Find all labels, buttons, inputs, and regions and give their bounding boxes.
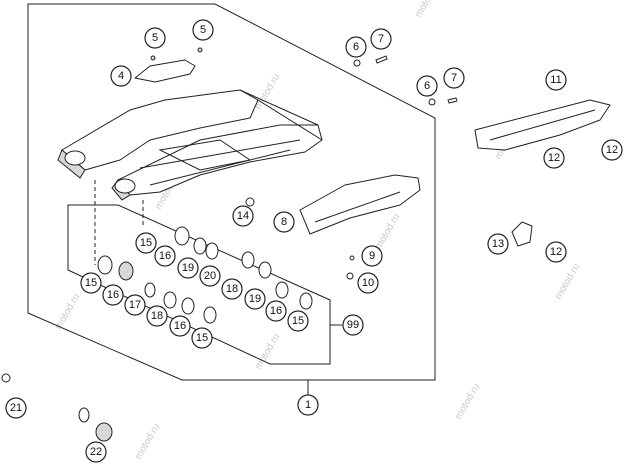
callout-7: 7	[370, 28, 392, 50]
callout-19: 19	[177, 257, 199, 279]
part-7-bolt	[447, 97, 458, 104]
part-5-screw	[150, 55, 156, 61]
part-5-screw	[197, 47, 203, 53]
callout-16: 16	[169, 315, 191, 337]
callout-label: 22	[90, 446, 102, 458]
callout-12: 12	[543, 147, 565, 169]
part-4-guard	[134, 59, 196, 83]
part-22-sleeve	[78, 407, 90, 423]
callout-14: 14	[232, 205, 254, 227]
callout-6: 6	[345, 36, 367, 58]
watermark: motod.ru	[133, 422, 162, 462]
assembly-outline	[27, 3, 436, 381]
callout-15: 15	[287, 310, 309, 332]
callout-99: 99	[342, 314, 364, 336]
callout-label: 5	[200, 24, 206, 36]
watermark: motod.ru	[373, 212, 402, 252]
callout-label: 15	[196, 332, 208, 344]
callout-16: 16	[102, 284, 124, 306]
callout-label: 16	[270, 305, 282, 317]
bearing-kit-outline	[67, 204, 331, 365]
callout-label: 14	[237, 210, 249, 222]
part-6-nut	[428, 98, 436, 106]
callout-label: 4	[118, 70, 124, 82]
callout-label: 21	[10, 402, 22, 414]
callout-label: 13	[492, 238, 504, 250]
callout-label: 20	[204, 270, 216, 282]
callout-8: 8	[273, 211, 295, 233]
callout-6: 6	[416, 75, 438, 97]
callout-4: 4	[110, 65, 132, 87]
callout-label: 16	[174, 320, 186, 332]
callout-label: 12	[550, 246, 562, 258]
callout-label: 99	[347, 319, 359, 331]
callout-15: 15	[135, 232, 157, 254]
watermark: motod.ru	[413, 0, 442, 19]
callout-label: 16	[107, 289, 119, 301]
callout-10: 10	[357, 272, 379, 294]
callout-7: 7	[443, 67, 465, 89]
callout-label: 7	[378, 33, 384, 45]
part-7-bolt	[375, 55, 388, 64]
callout-label: 6	[424, 80, 430, 92]
callout-11: 11	[545, 69, 567, 91]
bearing-rings	[97, 226, 313, 324]
callout-9: 9	[361, 245, 383, 267]
part-21-bolt	[1, 373, 11, 383]
callout-16: 16	[154, 245, 176, 267]
callout-label: 15	[140, 237, 152, 249]
callout-label: 19	[182, 262, 194, 274]
callout-21: 21	[5, 397, 27, 419]
callout-label: 12	[606, 144, 618, 156]
callout-label: 18	[226, 283, 238, 295]
part-10-nut	[346, 272, 354, 280]
callout-20: 20	[199, 265, 221, 287]
callout-label: 12	[548, 152, 560, 164]
callout-12: 12	[601, 139, 623, 161]
callout-15: 15	[191, 327, 213, 349]
callout-label: 8	[281, 216, 287, 228]
callout-17: 17	[124, 294, 146, 316]
callout-label: 1	[305, 399, 311, 411]
callout-15: 15	[80, 272, 102, 294]
callout-label: 16	[159, 250, 171, 262]
callout-18: 18	[146, 305, 168, 327]
callout-5: 5	[144, 27, 166, 49]
callout-label: 7	[451, 72, 457, 84]
watermark: motod.ru	[253, 332, 282, 372]
callout-label: 9	[369, 250, 375, 262]
part-14-bush	[245, 197, 255, 207]
callout-label: 10	[362, 277, 374, 289]
part-22-sleeve	[95, 422, 113, 442]
callout-label: 11	[550, 74, 561, 86]
watermark: motod.ru	[453, 382, 482, 422]
part-8-chain-slider	[299, 174, 421, 235]
part-9-screw	[349, 255, 355, 261]
callout-16: 16	[265, 300, 287, 322]
callout-12: 12	[545, 241, 567, 263]
callout-label: 5	[152, 32, 158, 44]
callout-label: 19	[249, 293, 261, 305]
callout-18: 18	[221, 278, 243, 300]
callout-label: 15	[85, 277, 97, 289]
callout-22: 22	[85, 441, 107, 463]
callout-5: 5	[192, 19, 214, 41]
part-6-nut	[353, 59, 361, 67]
watermark: motod.ru	[553, 262, 582, 302]
part-13-bracket	[511, 221, 533, 247]
callout-1: 1	[297, 394, 319, 416]
callout-label: 18	[151, 310, 163, 322]
callout-19: 19	[244, 288, 266, 310]
callout-label: 17	[129, 299, 141, 311]
swingarm	[57, 89, 323, 201]
callout-label: 6	[353, 41, 359, 53]
callout-label: 15	[292, 315, 304, 327]
callout-13: 13	[487, 233, 509, 255]
